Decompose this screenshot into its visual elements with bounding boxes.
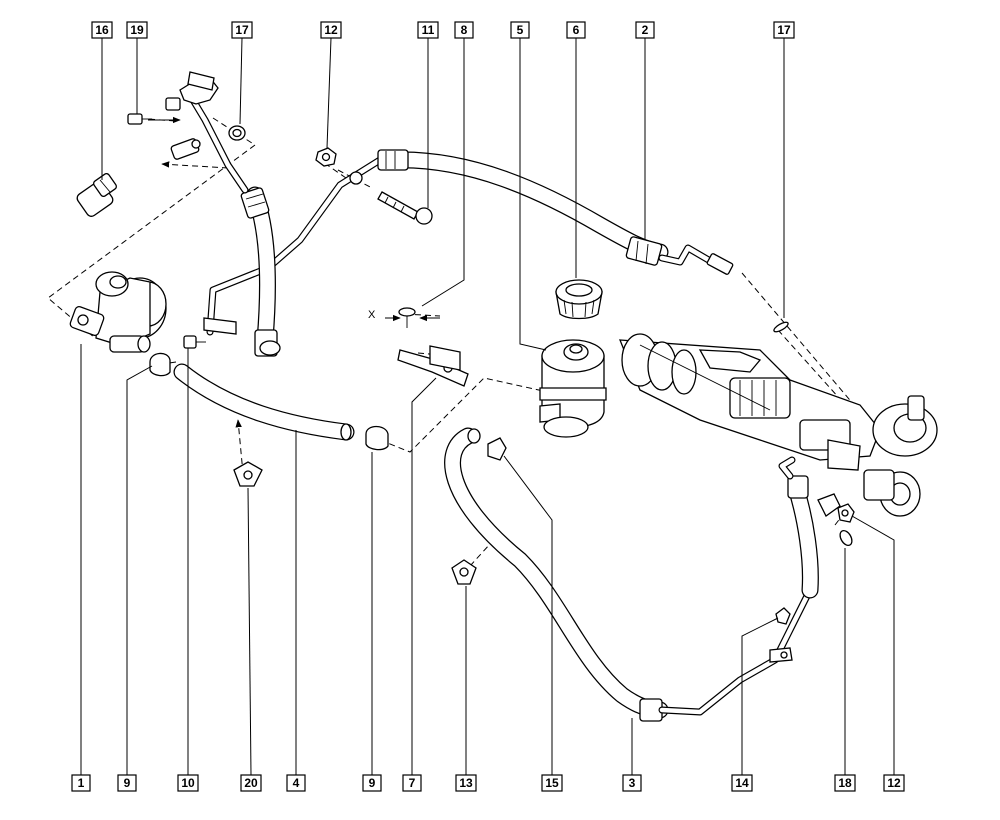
clip-part-20 — [233, 461, 263, 487]
svg-text:9: 9 — [124, 776, 131, 790]
bolt-part-10 — [183, 335, 206, 349]
callouts-bottom: 1 9 10 20 4 9 7 13 — [71, 774, 905, 792]
callout-19: 19 — [126, 21, 148, 39]
view-marker-x: X — [368, 309, 376, 321]
reservoir-bracket — [397, 345, 469, 387]
svg-text:3: 3 — [629, 776, 636, 790]
hose-clamp-9-right — [365, 425, 389, 451]
svg-text:15: 15 — [545, 776, 559, 790]
high-pressure-pipe — [203, 149, 734, 336]
svg-text:18: 18 — [838, 776, 852, 790]
reservoir-cap — [555, 279, 603, 320]
svg-text:8: 8 — [461, 23, 468, 37]
bolt-part-19 — [127, 113, 152, 125]
callout-12: 12 — [320, 21, 342, 39]
callout-17-right: 17 — [773, 21, 795, 39]
steering-rack — [619, 333, 938, 517]
leader-lines — [80, 37, 895, 776]
svg-text:11: 11 — [422, 23, 435, 37]
callout-12-right: 12 — [883, 774, 905, 792]
callout-9-left: 9 — [117, 774, 137, 792]
callout-16: 16 — [91, 21, 113, 39]
svg-text:4: 4 — [293, 776, 300, 790]
bolt-part-11 — [377, 191, 433, 225]
callout-17: 17 — [231, 21, 253, 39]
svg-text:5: 5 — [517, 23, 524, 37]
bolt-part-14 — [775, 607, 791, 625]
callout-14: 14 — [731, 774, 753, 792]
seal-washer-17 — [228, 125, 246, 141]
callout-8: 8 — [454, 21, 474, 39]
direction-arrows — [148, 116, 440, 322]
screw-part-8 — [398, 307, 416, 328]
callout-9-right: 9 — [362, 774, 382, 792]
svg-text:12: 12 — [324, 23, 338, 37]
callout-7: 7 — [402, 774, 422, 792]
fitting-part-on-rack — [817, 493, 841, 517]
callout-4: 4 — [286, 774, 306, 792]
svg-text:12: 12 — [887, 776, 901, 790]
callout-20: 20 — [240, 774, 262, 792]
svg-text:6: 6 — [573, 23, 580, 37]
pressure-switch — [76, 138, 201, 217]
svg-text:16: 16 — [95, 23, 109, 37]
callouts-top: 16 19 17 12 11 8 5 6 — [91, 21, 795, 39]
hose-clamp-9-left — [149, 352, 171, 377]
callout-5: 5 — [510, 21, 530, 39]
clamp-part-15 — [487, 437, 507, 461]
svg-text:2: 2 — [642, 23, 649, 37]
svg-text:13: 13 — [459, 776, 473, 790]
clip-part-13 — [451, 559, 477, 585]
callout-15: 15 — [541, 774, 563, 792]
svg-text:17: 17 — [235, 23, 249, 37]
svg-text:9: 9 — [369, 776, 376, 790]
callout-18: 18 — [834, 774, 856, 792]
nut-part-12-right — [837, 503, 855, 523]
callout-13: 13 — [455, 774, 477, 792]
svg-text:17: 17 — [777, 23, 791, 37]
nut-part-12 — [315, 147, 337, 167]
callout-2: 2 — [635, 21, 655, 39]
svg-text:10: 10 — [181, 776, 195, 790]
pump-pressure-hose — [165, 71, 281, 357]
svg-text:14: 14 — [735, 776, 749, 790]
callout-11: 11 — [417, 21, 439, 39]
callout-10: 10 — [177, 774, 199, 792]
power-steering-pump — [69, 271, 167, 353]
svg-text:20: 20 — [244, 776, 258, 790]
suction-hose — [173, 363, 355, 441]
seal-part-17-right — [773, 321, 789, 333]
return-hose — [444, 427, 819, 722]
callout-6: 6 — [566, 21, 586, 39]
seal-part-18 — [839, 529, 853, 547]
svg-text:7: 7 — [409, 776, 416, 790]
svg-text:1: 1 — [78, 776, 85, 790]
svg-text:19: 19 — [130, 23, 144, 37]
callout-1: 1 — [71, 774, 91, 792]
fluid-reservoir — [539, 339, 607, 438]
callout-3: 3 — [622, 774, 642, 792]
